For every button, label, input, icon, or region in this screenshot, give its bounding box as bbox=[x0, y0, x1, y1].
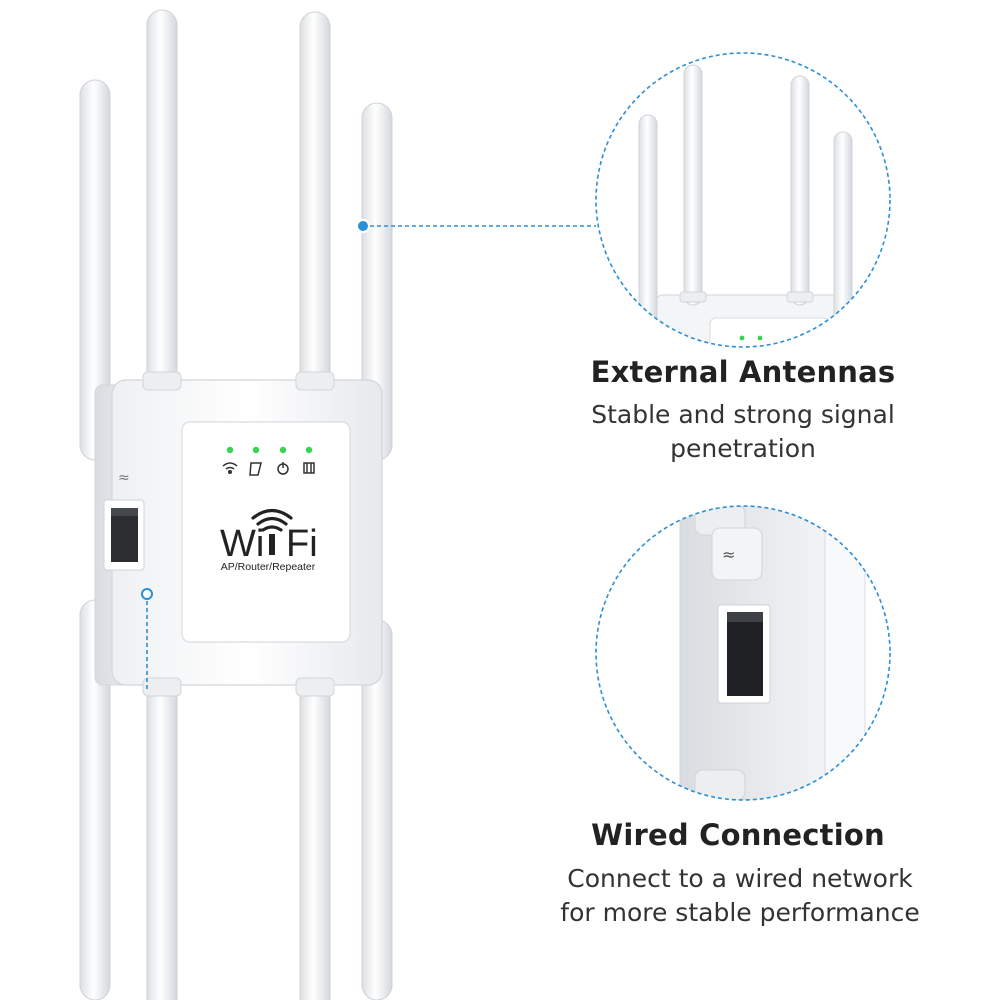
lan-icon bbox=[303, 462, 315, 474]
feature-desc-wired: Connect to a wired network for more stab… bbox=[530, 862, 950, 930]
feature-desc-line: Connect to a wired network bbox=[567, 864, 913, 893]
led-wifi bbox=[226, 446, 234, 454]
led-lan bbox=[305, 446, 313, 454]
wifi-icon bbox=[222, 462, 238, 475]
feature-desc-antennas: Stable and strong signal penetration bbox=[533, 398, 953, 466]
feature-desc-line: Stable and strong signal bbox=[591, 400, 895, 429]
router-device: ≈ bbox=[79, 9, 393, 1000]
feature-desc-line: for more stable performance bbox=[560, 898, 920, 927]
led-icons bbox=[222, 462, 315, 476]
svg-text:≈: ≈ bbox=[722, 545, 735, 564]
top-antennas bbox=[79, 9, 393, 461]
led-row bbox=[226, 446, 313, 454]
callout-port bbox=[141, 588, 153, 690]
logo-wifi-symbol-icon bbox=[251, 508, 293, 532]
antenna-zoom-circle bbox=[595, 52, 891, 348]
led-wps bbox=[252, 446, 260, 454]
feature-title-wired: Wired Connection bbox=[591, 818, 885, 852]
logo-wi: Wi bbox=[220, 523, 264, 565]
logo-fi: Fi bbox=[286, 523, 318, 565]
feature-desc-line: penetration bbox=[670, 434, 816, 463]
logo-subtitle: AP/Router/Repeater bbox=[221, 561, 316, 573]
wps-icon bbox=[249, 462, 262, 476]
svg-text:≈: ≈ bbox=[118, 470, 130, 486]
bottom-antennas bbox=[79, 599, 393, 1000]
wifi-logo: Wi Fi AP/Router/Repeater bbox=[220, 508, 318, 573]
ethernet-port bbox=[103, 499, 145, 571]
callout-antenna bbox=[356, 219, 596, 233]
power-icon bbox=[277, 462, 289, 475]
port-zoom-circle: ≈ bbox=[595, 505, 891, 801]
led-power bbox=[279, 446, 287, 454]
feature-title-antennas: External Antennas bbox=[590, 355, 896, 389]
